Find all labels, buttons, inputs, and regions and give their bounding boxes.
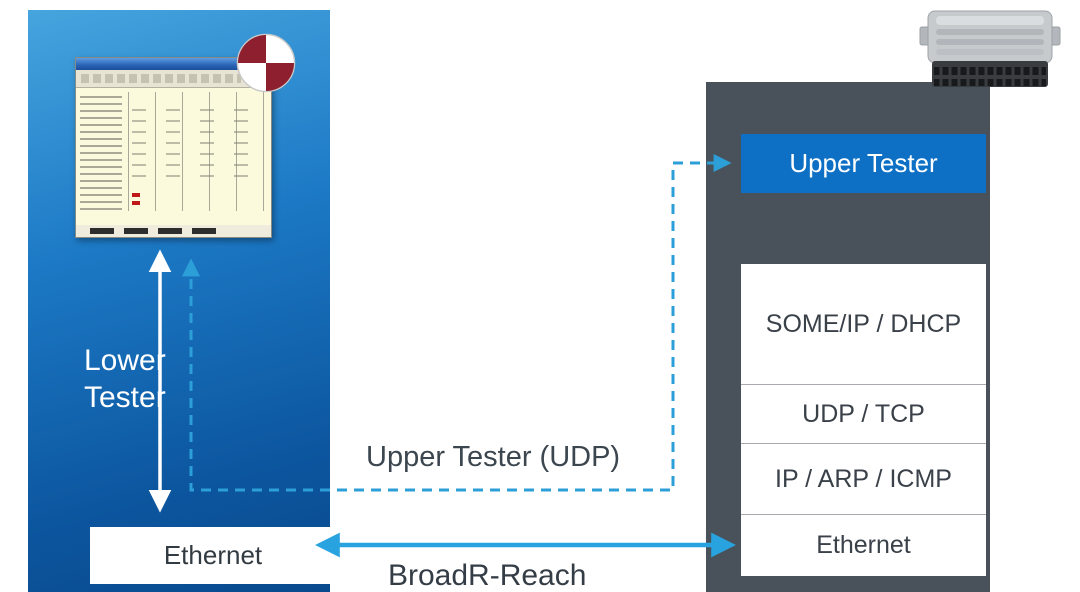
stack-row-someip-dhcp: SOME/IP / DHCP — [741, 264, 986, 385]
status-block-icon — [158, 228, 182, 234]
upper-tester-label: Upper Tester — [789, 148, 938, 178]
ethernet-box-left-label: Ethernet — [163, 540, 263, 570]
broadr-reach-label: BroadR-Reach — [388, 559, 587, 592]
stack-row-label: SOME/IP / DHCP — [765, 309, 962, 338]
upper-tester-udp-label: Upper Tester (UDP) — [366, 441, 621, 473]
toolbar-buttons-icon — [81, 74, 241, 83]
upper-tester-box: Upper Tester — [741, 134, 986, 193]
error-mark-icon — [132, 193, 140, 197]
sequence-text-column — [80, 96, 122, 211]
stack-row-label: UDP / TCP — [802, 399, 925, 428]
vector-logo-icon — [236, 33, 296, 93]
stack-row-label: IP / ARP / ICMP — [775, 464, 952, 493]
stack-row-ethernet: Ethernet — [741, 515, 986, 576]
trace-window-toolbar — [76, 70, 271, 88]
sequence-chart — [76, 88, 271, 225]
ethernet-box-left: Ethernet — [90, 527, 336, 584]
error-mark-icon — [132, 201, 140, 205]
status-block-icon — [192, 228, 216, 234]
stack-row-udp-tcp: UDP / TCP — [741, 385, 986, 444]
protocol-stack: SOME/IP / DHCP UDP / TCP IP / ARP / ICMP… — [741, 264, 986, 576]
ecu-image — [919, 10, 1061, 87]
sequence-messages — [132, 100, 259, 183]
lower-tester-label: Lower Tester — [84, 344, 166, 414]
status-block-icon — [124, 228, 148, 234]
stack-row-label: Ethernet — [816, 531, 911, 559]
stack-row-ip-arp-icmp: IP / ARP / ICMP — [741, 444, 986, 515]
status-block-icon — [90, 228, 114, 234]
trace-window-statusbar — [76, 225, 271, 237]
